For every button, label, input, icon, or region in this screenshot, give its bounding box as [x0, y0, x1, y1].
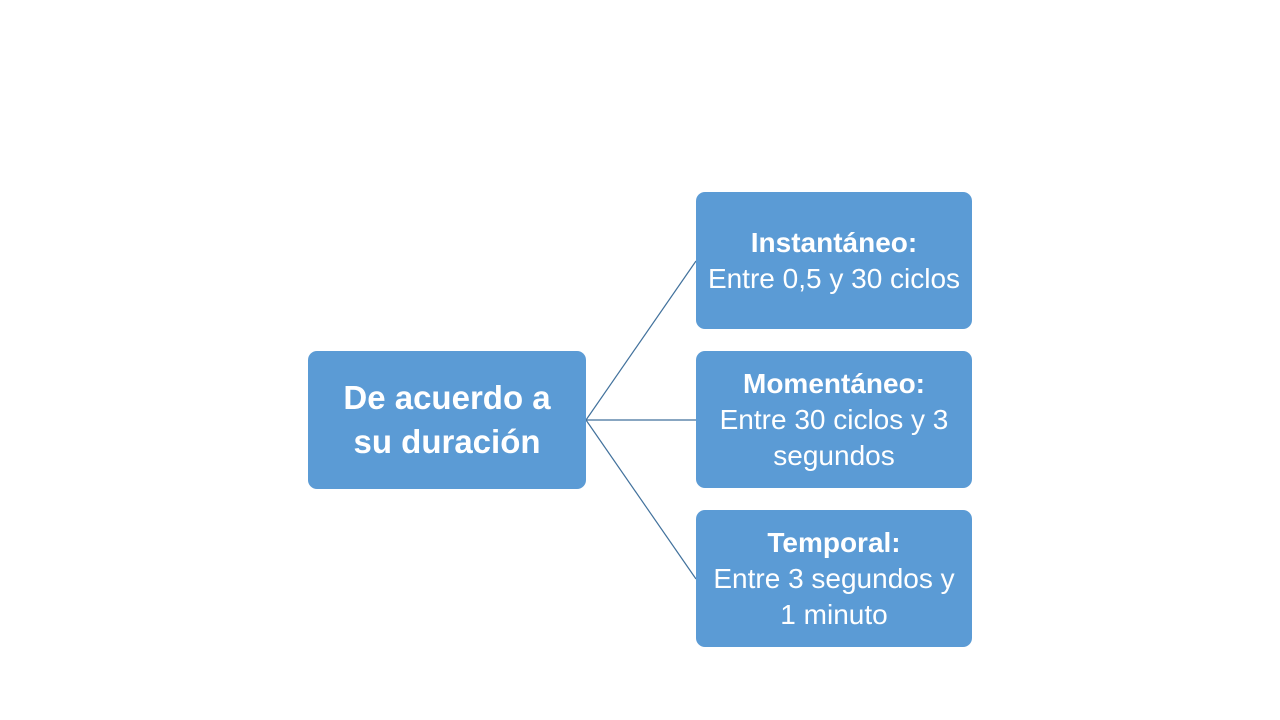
child-node-title: Temporal: [767, 526, 901, 558]
root-node: De acuerdo a su duración [308, 351, 586, 489]
child-node-momentaneo: Momentáneo: Entre 30 ciclos y 3 segundos [696, 351, 972, 488]
connector-root-to-instantaneo [585, 260, 697, 421]
root-node-label: De acuerdo a su duración [343, 379, 551, 460]
connector-root-to-temporal [585, 419, 697, 580]
child-node-text: Entre 0,5 y 30 ciclos [707, 262, 961, 294]
child-node-text: Entre 3 segundos y 1 minuto [713, 562, 955, 630]
child-node-text: Entre 30 ciclos y 3 segundos [719, 403, 949, 471]
child-node-instantaneo: Instantáneo: Entre 0,5 y 30 ciclos [696, 192, 972, 329]
child-node-temporal: Temporal: Entre 3 segundos y 1 minuto [696, 510, 972, 647]
child-node-title: Momentáneo: [743, 367, 925, 399]
child-node-title: Instantáneo: [750, 226, 918, 258]
